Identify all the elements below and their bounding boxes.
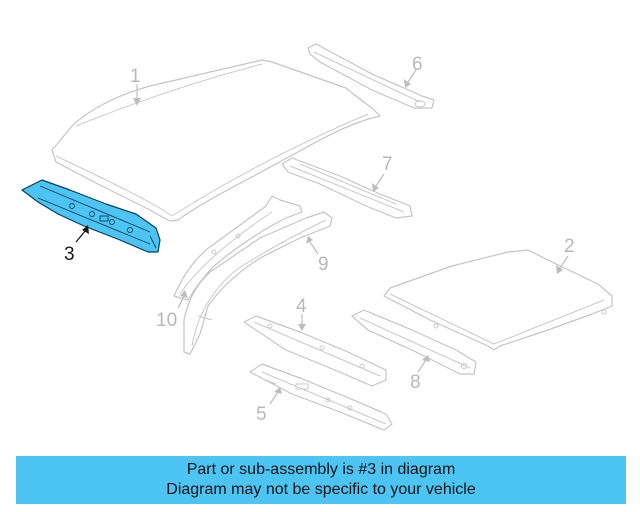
part-1-roof-panel xyxy=(51,59,381,222)
callout-label-6: 6 xyxy=(412,54,423,75)
callout-label-9: 9 xyxy=(318,254,329,275)
callout-7: 7 xyxy=(372,154,393,192)
callout-9: 9 xyxy=(306,236,329,275)
callout-2: 2 xyxy=(556,236,575,274)
callout-label-2: 2 xyxy=(564,236,575,257)
part-8-rear-header xyxy=(351,309,477,375)
callout-10: 10 xyxy=(156,290,188,331)
part-2-roof-panel xyxy=(383,249,613,351)
callout-3: 3 xyxy=(64,225,89,265)
callout-4: 4 xyxy=(296,296,307,331)
part-5-rear-bow xyxy=(249,363,393,431)
callout-5: 5 xyxy=(256,387,282,425)
part-10-pillar-reinforcement xyxy=(173,195,303,301)
callout-label-5: 5 xyxy=(256,404,267,425)
part-6-rail xyxy=(307,43,435,109)
callout-label-7: 7 xyxy=(382,154,393,175)
part-4-roof-bow xyxy=(243,315,387,387)
info-banner: Part or sub-assembly is #3 in diagram Di… xyxy=(16,456,626,504)
part-9-pillar-inner xyxy=(183,211,333,355)
callout-6: 6 xyxy=(404,54,423,88)
callout-label-8: 8 xyxy=(410,372,421,393)
part-3-front-header-panel xyxy=(21,179,161,253)
callout-1: 1 xyxy=(130,66,141,106)
callout-label-4: 4 xyxy=(296,296,307,317)
callout-label-3: 3 xyxy=(64,244,75,265)
callout-label-10: 10 xyxy=(156,310,177,331)
callout-label-1: 1 xyxy=(130,66,141,87)
callout-8: 8 xyxy=(410,355,430,393)
part-7-header-bow xyxy=(281,157,413,219)
banner-line-2: Diagram may not be specific to your vehi… xyxy=(166,481,476,498)
banner-line-1: Part or sub-assembly is #3 in diagram xyxy=(186,461,456,478)
